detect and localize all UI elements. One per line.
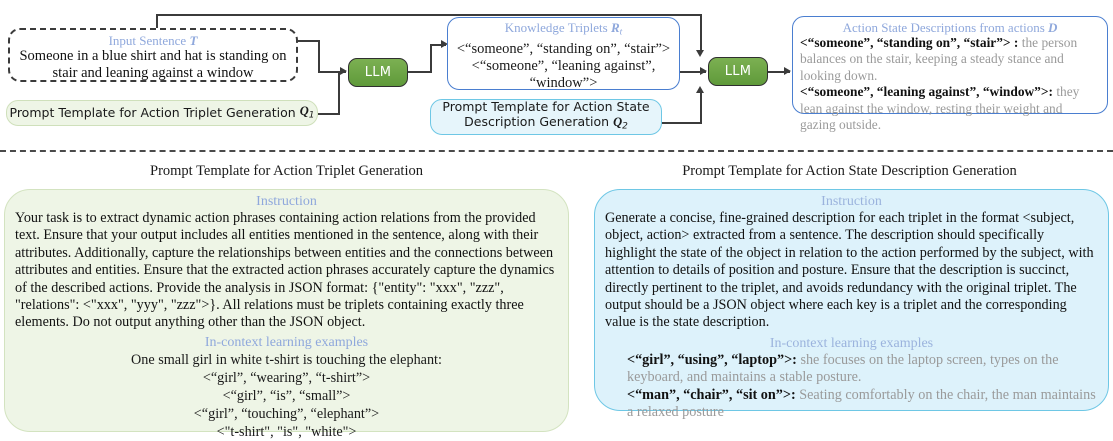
left-example-triplet-3: <“girl”, “touching”, “elephant”> xyxy=(193,405,380,422)
action-state-triplet-2: <“someone”, “leaning against”, “window”>… xyxy=(800,84,1053,100)
action-state-descriptions-header-var: D xyxy=(1048,20,1058,35)
llm-node-1-label: LLM xyxy=(364,65,392,80)
left-example-triplet-4: <"t-shirt", "is", "white"> xyxy=(216,423,357,440)
feedback-connector-down xyxy=(700,14,702,51)
knowledge-triplets-header-sub: t xyxy=(619,27,623,38)
action-state-description-item-2: <“someone”, “leaning against”, “window”>… xyxy=(800,84,1100,133)
section-divider xyxy=(0,150,1113,152)
knowledge-triplets-header-var: R xyxy=(610,20,620,35)
input-sentence-header-label: Input Sentence xyxy=(108,33,187,48)
triplets-to-llm2-line xyxy=(680,71,706,73)
q1-to-llm1-stub xyxy=(318,113,340,115)
output-arrowhead xyxy=(784,67,791,75)
right-panel-body: Instruction Generate a concise, fine-gra… xyxy=(594,189,1109,420)
knowledge-triplets-header-label: Knowledge Triplets xyxy=(504,20,608,35)
llm1-input-line xyxy=(318,71,346,73)
input-sentence-box: Input Sentence T Someone in a blue shirt… xyxy=(8,28,298,82)
right-examples-header: In-context learning examples xyxy=(769,335,934,351)
left-example-triplet-1: <“girl”, “wearing”, “t-shirt”> xyxy=(202,369,371,386)
right-instruction-text: Generate a concise, fine-grained descrip… xyxy=(605,210,1094,331)
left-panel-body: Instruction Your task is to extract dyna… xyxy=(4,189,569,440)
prompt-template-q1-box: Prompt Template for Action Triplet Gener… xyxy=(6,100,318,126)
q2-to-llm2-line xyxy=(662,122,702,124)
action-state-descriptions-header-label: Action State Descriptions from actions xyxy=(842,20,1045,35)
input-to-llm1-vert xyxy=(318,40,320,72)
llm1-out-to-triplets xyxy=(430,44,446,46)
input-sentence-header-var: T xyxy=(189,33,198,48)
knowledge-triplets-line-1: <“someone”, “standing on”, “stair”> xyxy=(456,40,671,57)
prompt-template-q1-label: Prompt Template for Action Triplet Gener… xyxy=(9,105,296,120)
llm1-out-line xyxy=(408,71,432,73)
prompt-template-q2-label-line1: Prompt Template for Action State xyxy=(442,99,650,115)
action-state-text-2: they lean against the window, resting th… xyxy=(800,84,1080,133)
prompt-template-q2-box: Prompt Template for Action State Descrip… xyxy=(430,99,662,135)
llm2-left-arrowhead xyxy=(700,67,707,75)
llm2-out-line xyxy=(768,71,790,73)
right-instruction-header: Instruction xyxy=(821,194,882,209)
right-example-1: <“girl”, “using”, “laptop”>: she focuses… xyxy=(605,352,1098,387)
action-state-description-item-1: <“someone”, “standing on”, “stair”> : th… xyxy=(800,35,1100,84)
prompt-template-q1-var: Q1 xyxy=(299,103,315,121)
feedback-connector-up xyxy=(156,14,158,40)
action-state-descriptions-box: Action State Descriptions from actions D… xyxy=(792,16,1108,132)
right-example-2: <“man”, “chair”, “sit on”>: Seating comf… xyxy=(605,387,1098,422)
triplets-input-arrowhead xyxy=(441,40,448,48)
q1-to-llm1-vert xyxy=(338,72,340,114)
knowledge-triplets-header: Knowledge Triplets Rt xyxy=(452,20,675,41)
prompt-template-q2-label-line2: Description Generation Q2 xyxy=(464,114,628,132)
right-example-triplet-2: <“man”, “chair”, “sit on”>: xyxy=(627,386,796,403)
feedback-connector-across xyxy=(156,14,702,16)
llm-node-1[interactable]: LLM xyxy=(348,58,408,87)
llm-node-2[interactable]: LLM xyxy=(708,57,768,86)
llm-node-2-label: LLM xyxy=(724,64,752,79)
input-to-llm1-stub xyxy=(298,40,320,42)
knowledge-triplets-line-3: “window”> xyxy=(529,74,598,91)
right-example-triplet-1: <“girl”, “using”, “laptop”>: xyxy=(627,351,797,368)
action-state-descriptions-header: Action State Descriptions from actions D xyxy=(800,20,1100,35)
left-examples-header: In-context learning examples xyxy=(204,334,369,350)
input-sentence-header: Input Sentence T xyxy=(18,33,288,48)
input-sentence-text: Someone in a blue shirt and hat is stand… xyxy=(19,48,287,81)
llm2-bottom-arrowhead xyxy=(696,86,704,93)
right-example-text-2: Seating comfortably on the chair, the ma… xyxy=(627,386,1096,421)
llm1-out-vert xyxy=(430,44,432,72)
knowledge-triplets-box: Knowledge Triplets Rt <“someone”, “stand… xyxy=(447,17,680,91)
feedback-arrowhead xyxy=(696,50,704,57)
left-instruction-header: Instruction xyxy=(256,194,317,209)
left-instruction-text: Your task is to extract dynamic action p… xyxy=(15,210,555,331)
llm1-input-arrowhead xyxy=(340,67,347,75)
action-state-text-1: the person balances on the stair, keepin… xyxy=(800,35,1078,83)
q2-to-llm2-vert xyxy=(700,93,702,123)
left-example-triplet-2: <“girl”, “is”, “small”> xyxy=(222,387,351,404)
left-example-prompt: One small girl in white t-shirt is touch… xyxy=(131,351,442,368)
right-panel-title: Prompt Template for Action State Descrip… xyxy=(682,163,1017,179)
knowledge-triplets-line-2: <“someone”, “leaning against”, xyxy=(471,57,656,74)
right-example-text-1: she focuses on the laptop screen, types … xyxy=(627,351,1059,386)
left-panel-title: Prompt Template for Action Triplet Gener… xyxy=(150,163,423,179)
action-state-triplet-1: <“someone”, “standing on”, “stair”> : xyxy=(800,35,1019,50)
